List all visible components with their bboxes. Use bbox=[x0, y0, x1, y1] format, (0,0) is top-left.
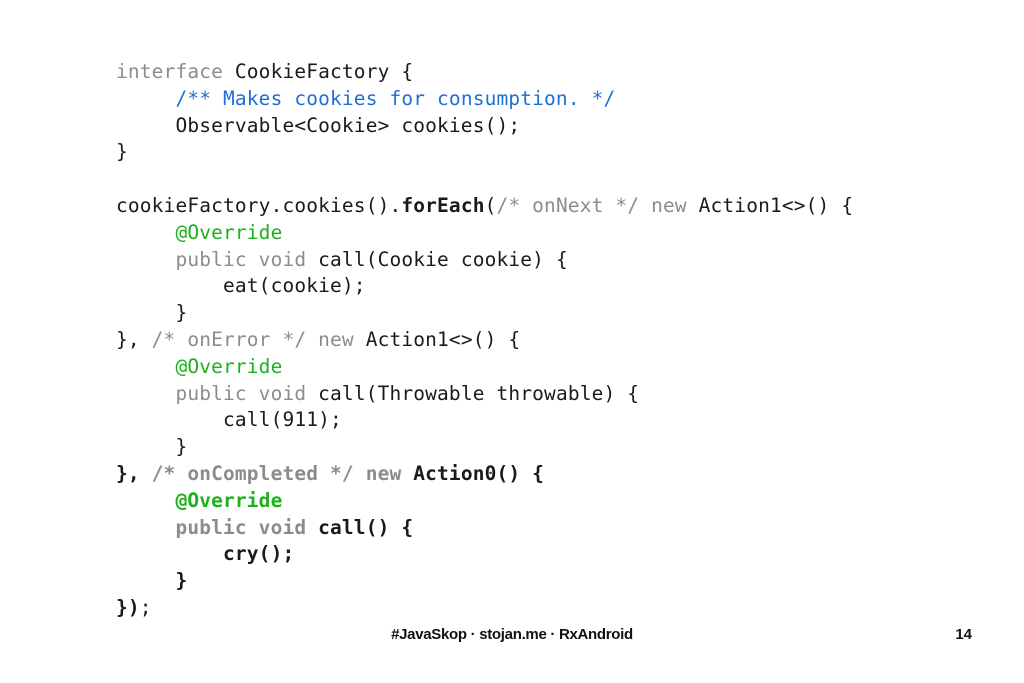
code-token: @Override bbox=[175, 220, 283, 244]
code-line: cookieFactory.cookies().forEach(/* onNex… bbox=[116, 193, 853, 220]
code-line: call(911); bbox=[116, 407, 853, 434]
code-line bbox=[116, 166, 853, 193]
code-token: Action0() { bbox=[413, 461, 545, 485]
code-block: interface CookieFactory { /** Makes cook… bbox=[116, 59, 853, 622]
code-token: new bbox=[651, 193, 699, 217]
code-token: new bbox=[365, 461, 414, 485]
code-line: public void call(Cookie cookie) { bbox=[116, 247, 853, 274]
code-token bbox=[116, 355, 175, 378]
code-token: ( bbox=[484, 193, 497, 217]
code-token bbox=[116, 382, 175, 405]
slide-page-number: 14 bbox=[955, 626, 972, 643]
code-token: call() { bbox=[318, 515, 414, 539]
code-token bbox=[116, 221, 175, 244]
code-line: } bbox=[116, 568, 853, 595]
code-token: }, bbox=[116, 327, 152, 351]
code-line: public void call() { bbox=[116, 515, 853, 542]
code-token: /* onCompleted */ bbox=[151, 461, 366, 485]
code-token: } bbox=[116, 435, 188, 459]
code-token: } bbox=[116, 140, 128, 164]
code-token: CookieFactory { bbox=[234, 60, 414, 83]
code-line: @Override bbox=[116, 354, 853, 381]
code-token: cookieFactory.cookies(). bbox=[116, 193, 402, 217]
code-token: } bbox=[116, 301, 188, 325]
code-token: public void bbox=[175, 247, 319, 271]
code-token: } bbox=[116, 569, 188, 593]
code-token: }) bbox=[116, 595, 140, 619]
code-line: Observable<Cookie> cookies(); bbox=[116, 113, 853, 140]
code-token: Action1<>() { bbox=[698, 193, 854, 217]
code-line: } bbox=[116, 139, 853, 166]
code-token: new bbox=[318, 327, 366, 351]
code-token bbox=[116, 248, 175, 271]
code-line: interface CookieFactory { bbox=[116, 59, 853, 86]
code-token: }, bbox=[116, 461, 152, 485]
code-token bbox=[116, 489, 175, 512]
code-token: cry(); bbox=[116, 542, 295, 566]
code-token: call(Throwable throwable) { bbox=[318, 381, 640, 405]
code-token: interface bbox=[116, 60, 235, 83]
code-line: public void call(Throwable throwable) { bbox=[116, 381, 853, 408]
code-token: public void bbox=[175, 515, 319, 539]
code-line: cry(); bbox=[116, 541, 853, 568]
code-line: }, /* onCompleted */ new Action0() { bbox=[116, 461, 853, 488]
code-line: } bbox=[116, 434, 853, 461]
code-token: Action1<>() { bbox=[365, 327, 521, 351]
code-token bbox=[116, 516, 175, 539]
code-token: @Override bbox=[175, 354, 283, 378]
code-line: @Override bbox=[116, 488, 853, 515]
code-token: @Override bbox=[175, 488, 283, 512]
code-token: /** Makes cookies for consumption. */ bbox=[175, 86, 616, 110]
code-token bbox=[116, 87, 175, 110]
code-token: public void bbox=[175, 381, 319, 405]
code-token: Observable<Cookie> cookies(); bbox=[116, 113, 521, 137]
code-line: @Override bbox=[116, 220, 853, 247]
code-token: /* onError */ bbox=[151, 327, 319, 351]
code-token: eat(cookie); bbox=[116, 274, 366, 298]
code-token: forEach bbox=[401, 193, 485, 217]
code-line: } bbox=[116, 300, 853, 327]
slide-footer: #JavaSkop · stojan.me · RxAndroid bbox=[391, 626, 633, 643]
code-line: }); bbox=[116, 595, 853, 622]
code-token: ; bbox=[139, 595, 152, 619]
code-token: call(911); bbox=[116, 408, 342, 432]
code-token: /* onNext */ bbox=[496, 193, 652, 217]
code-line: eat(cookie); bbox=[116, 273, 853, 300]
code-line: }, /* onError */ new Action1<>() { bbox=[116, 327, 853, 354]
code-line: /** Makes cookies for consumption. */ bbox=[116, 86, 853, 113]
code-token: call(Cookie cookie) { bbox=[318, 247, 568, 271]
